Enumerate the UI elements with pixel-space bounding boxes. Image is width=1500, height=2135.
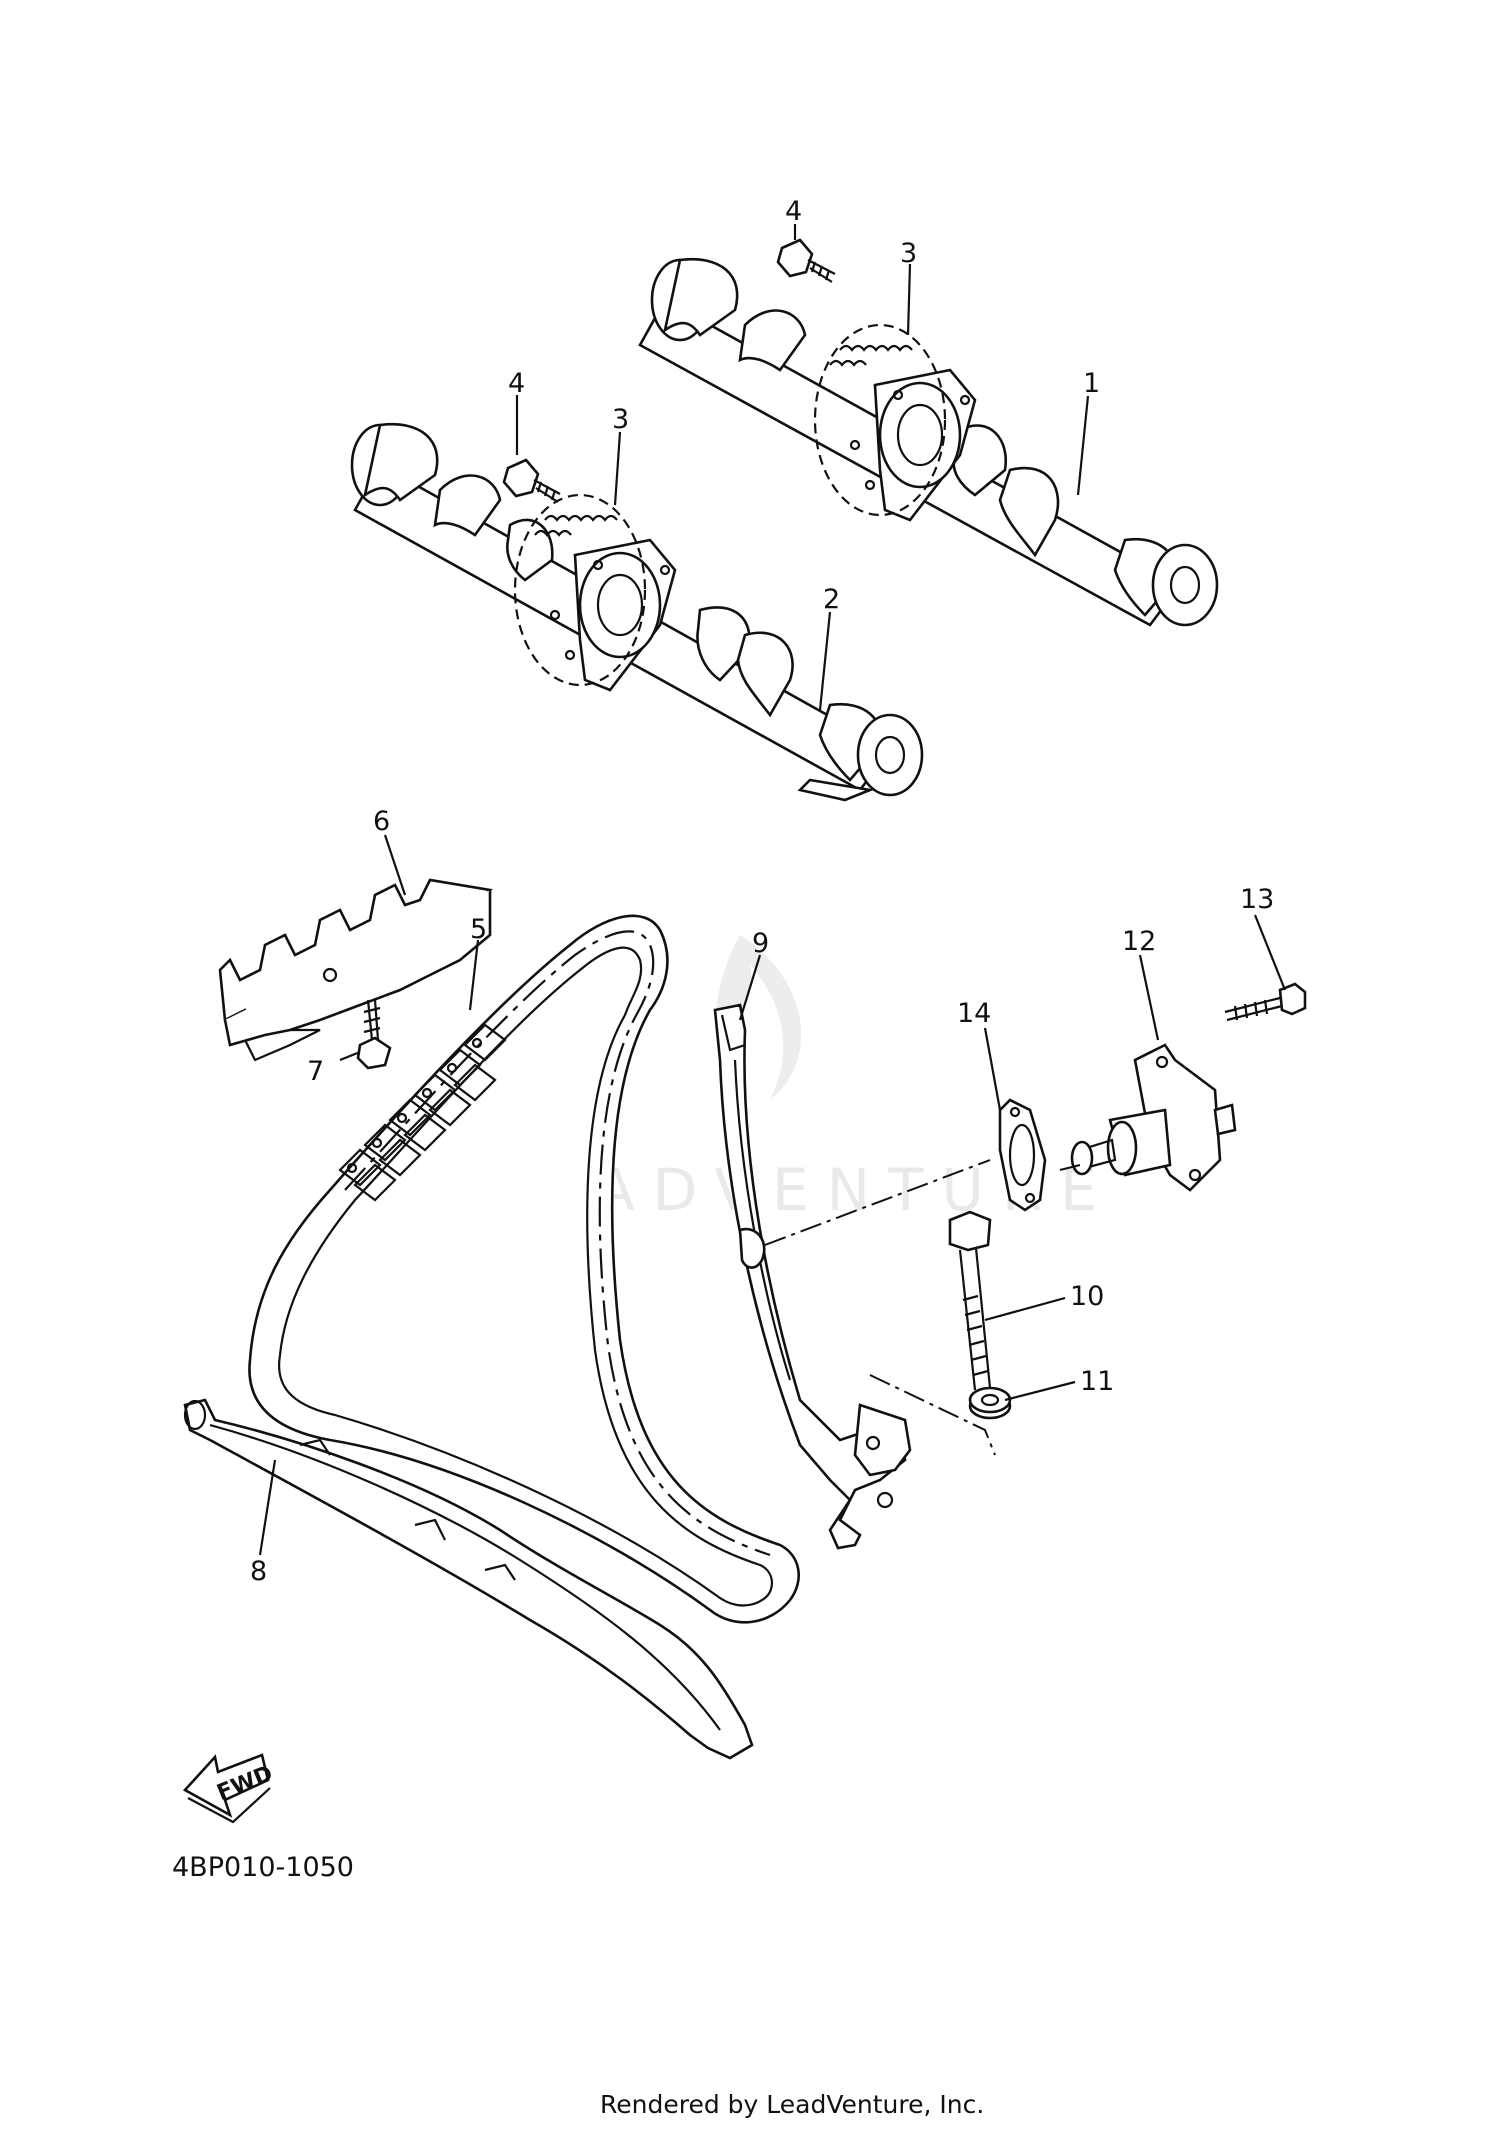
callout-3-upper: 3 [900, 238, 917, 269]
timing-chain[interactable] [248, 914, 800, 1624]
callout-11: 11 [1080, 1366, 1114, 1397]
chain-guide-screw[interactable] [356, 999, 392, 1070]
cam-sprocket-lower[interactable] [513, 493, 647, 687]
camshaft-lower[interactable] [350, 422, 924, 802]
callout-4-upper: 4 [785, 196, 802, 227]
callout-6: 6 [373, 806, 390, 837]
callout-1: 1 [1083, 368, 1100, 399]
callout-4-lower: 4 [508, 368, 525, 399]
diagram-code: 4BP010-1050 [172, 1852, 354, 1883]
gasket[interactable] [998, 1098, 1047, 1212]
tensioner-bolt[interactable] [1224, 982, 1307, 1022]
watermark-logo [715, 935, 802, 1100]
camshaft-upper[interactable] [638, 257, 1219, 627]
callout-5: 5 [470, 914, 487, 945]
sprocket-bolt-upper[interactable] [776, 238, 836, 283]
chain-tensioner-guide[interactable] [713, 1003, 912, 1550]
footer-credit: Rendered by LeadVenture, Inc. [600, 2090, 984, 2119]
forward-arrow-icon: FWD [182, 1753, 276, 1824]
callout-8: 8 [250, 1556, 267, 1587]
callout-7: 7 [307, 1056, 324, 1087]
guide-bolt[interactable] [948, 1210, 992, 1391]
cam-sprocket-upper[interactable] [813, 323, 947, 517]
callout-2: 2 [823, 584, 840, 615]
callout-10: 10 [1070, 1281, 1104, 1312]
chain-guide-lower[interactable] [183, 1398, 754, 1760]
leader-lines [258, 224, 1287, 1556]
chain-guide-upper[interactable] [218, 878, 493, 1062]
callout-13: 13 [1240, 884, 1274, 915]
washer[interactable] [968, 1386, 1012, 1420]
callout-3-lower: 3 [612, 404, 629, 435]
sprocket-bolt-lower[interactable] [502, 458, 561, 503]
assembly-lines [764, 1159, 1081, 1456]
callout-12: 12 [1122, 926, 1156, 957]
chain-links [338, 1023, 507, 1202]
callout-9: 9 [752, 928, 769, 959]
chain-tensioner[interactable] [1070, 1043, 1237, 1192]
callout-14: 14 [957, 998, 991, 1029]
